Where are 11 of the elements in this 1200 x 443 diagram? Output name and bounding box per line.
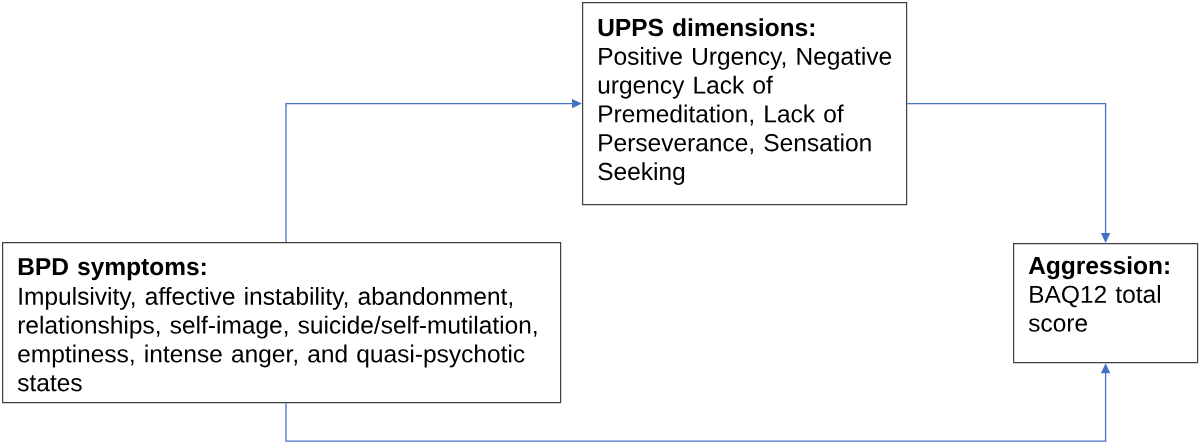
box-heading: Aggression: bbox=[1028, 256, 1169, 280]
text-box bbox=[582, 2, 908, 206]
box-text: Impulsivity, affective instability, abandonment, relationships, self-image, suicide/self-mutilation, emptiness, intense anger, and quasi-psychotic states bbox=[17, 287, 537, 392]
box-text: Positive Urgency, Negative urgency Lack of Premeditation, Lack of Perseverance, Sensation Seeking bbox=[598, 47, 892, 186]
arrow bbox=[285, 98, 582, 243]
box-text: BAQ12 total score bbox=[1028, 285, 1160, 332]
text-box bbox=[1013, 243, 1199, 364]
text-box bbox=[2, 242, 562, 404]
box-heading: BPD symptoms: bbox=[18, 258, 206, 281]
box-heading: UPPS dimensions: bbox=[598, 18, 814, 37]
arrow bbox=[906, 102, 1111, 243]
